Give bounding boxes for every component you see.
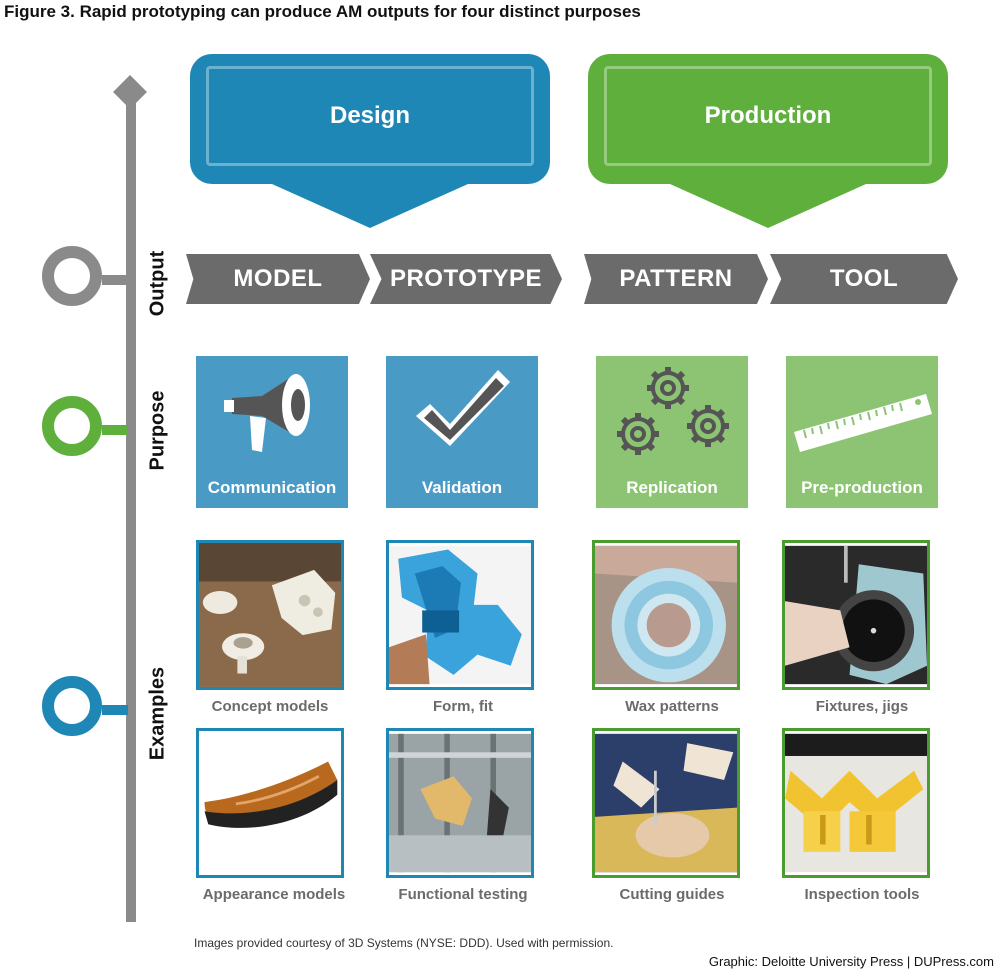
- output-tool: TOOL: [770, 254, 958, 304]
- purpose-stub: [102, 425, 128, 435]
- example-caption: Fixtures, jigs: [815, 698, 909, 715]
- wax-patterns-photo: [592, 540, 740, 690]
- design-arrow: [272, 184, 468, 228]
- purpose-label: Validation: [421, 478, 503, 497]
- example-caption: Inspection tools: [804, 886, 920, 903]
- production-banner: [588, 54, 948, 184]
- cutting-guides-photo: [592, 728, 740, 878]
- fixtures-jigs-photo: [782, 540, 930, 690]
- inspection-tools-photo: [782, 728, 930, 878]
- example-caption: Functional testing: [398, 886, 528, 903]
- functional-testing-photo: [386, 728, 534, 878]
- examples-side-label: Examples: [146, 666, 169, 761]
- concept-models-photo: [196, 540, 344, 690]
- form-fit-photo: [386, 540, 534, 690]
- purpose-side-label: Purpose: [146, 390, 169, 471]
- output-pattern: PATTERN: [584, 254, 768, 304]
- output-ring: [42, 246, 102, 306]
- purpose-ring: [42, 396, 102, 456]
- megaphone-icon: [224, 374, 310, 452]
- appearance-models-photo: [196, 728, 344, 878]
- output-model: MODEL: [186, 254, 370, 304]
- purpose-label: Replication: [626, 478, 718, 497]
- production-arrow: [670, 184, 866, 228]
- examples-stub: [102, 705, 128, 715]
- output-stub: [102, 275, 128, 285]
- example-caption: Appearance models: [202, 886, 346, 903]
- timeline-line: [126, 90, 136, 922]
- example-caption: Concept models: [211, 698, 329, 715]
- graphic-credit: Graphic: Deloitte University Press | DUP…: [708, 954, 994, 969]
- examples-ring: [42, 676, 102, 736]
- timeline-diamond: [113, 75, 147, 109]
- purpose-label: Pre-production: [801, 478, 923, 497]
- example-caption: Wax patterns: [625, 698, 719, 715]
- ruler-icon: [794, 394, 932, 452]
- design-banner-label: Design: [206, 66, 534, 166]
- output-side-label: Output: [146, 250, 169, 317]
- purpose-communication: Communication: [196, 356, 348, 508]
- example-caption: Cutting guides: [619, 886, 725, 903]
- production-banner-label: Production: [604, 66, 932, 166]
- gears-icon: [617, 367, 729, 455]
- image-credit-footnote: Images provided courtesy of 3D Systems (…: [194, 936, 614, 950]
- checkmark-icon: [416, 370, 510, 446]
- design-banner: [190, 54, 550, 184]
- example-caption: Form, fit: [433, 698, 493, 715]
- purpose-label: Communication: [207, 478, 337, 497]
- output-prototype: PROTOTYPE: [370, 254, 562, 304]
- figure-title: Figure 3. Rapid prototyping can produce …: [4, 2, 641, 21]
